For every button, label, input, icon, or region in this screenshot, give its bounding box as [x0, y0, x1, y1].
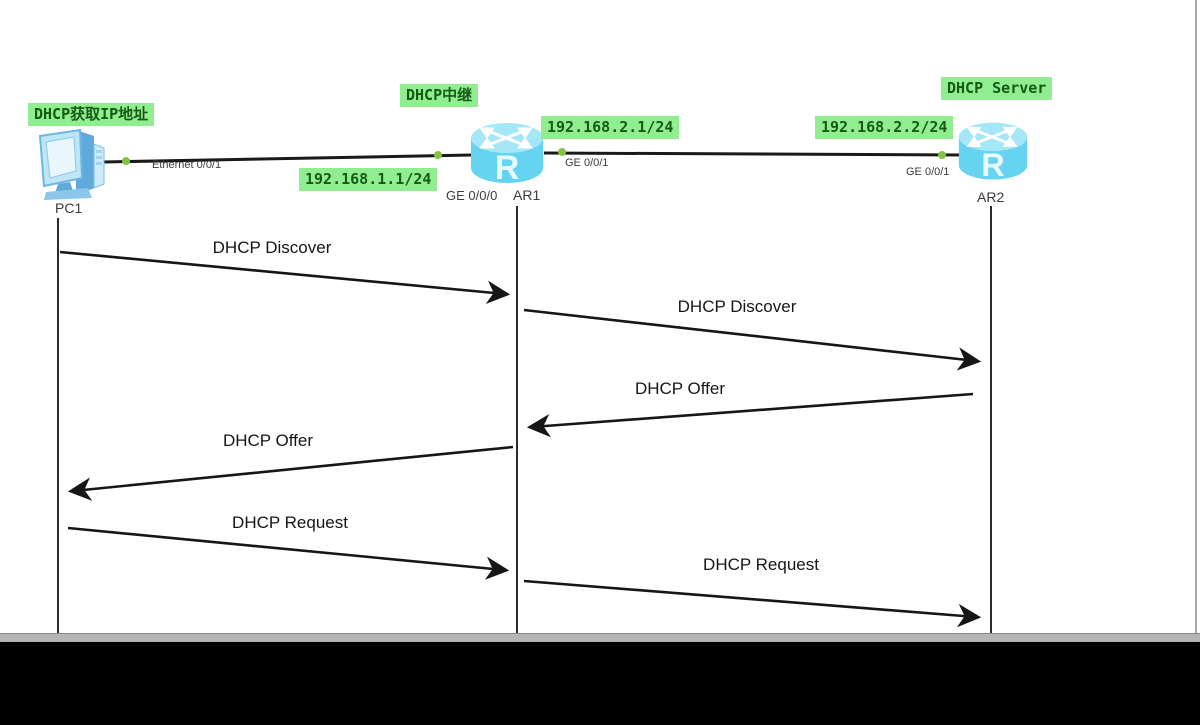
link-ar1-ar2 [543, 151, 963, 157]
server-annotation: DHCP Server [941, 77, 1053, 100]
ip-label-ar2-left: 192.168.2.2/24 [815, 116, 954, 139]
message-label-offer-2: DHCP Offer [222, 431, 314, 450]
lifeline-ar1 [516, 206, 518, 642]
arrow-request-ar1-ar2 [523, 579, 982, 628]
bottom-gray-strip [0, 633, 1200, 643]
lifeline-pc1 [57, 218, 59, 642]
lifeline-ar2 [990, 206, 992, 642]
ar1-right-interface-label: GE 0/0/1 [565, 157, 609, 169]
message-label-request-2: DHCP Request [703, 555, 819, 574]
arrow-offer-ar1-pc1 [67, 445, 514, 501]
ip-label-ar1-left: 192.168.1.1/24 [299, 168, 438, 191]
message-label-discover-1: DHCP Discover [212, 238, 332, 257]
ar2-left-interface-label: GE 0/0/1 [906, 166, 950, 178]
topology-links [103, 151, 963, 164]
message-label-offer-1: DHCP Offer [634, 379, 726, 398]
link-endpoint-dot [558, 148, 566, 156]
letterbox-bottom-bar [0, 642, 1200, 725]
arrow-request-pc1-ar1 [67, 526, 510, 580]
message-label-request-1: DHCP Request [232, 513, 348, 532]
router-letter: R [981, 147, 1004, 183]
pc-annotation: DHCP获取IP地址 [28, 103, 155, 126]
link-endpoint-dot [122, 157, 130, 165]
router-ar2-icon: R [958, 122, 1028, 183]
link-pc-ar1 [103, 153, 473, 164]
relay-annotation: DHCP中继 [400, 84, 479, 107]
router-letter: R [495, 149, 520, 187]
arrow-discover-ar1-ar2 [523, 308, 982, 371]
window-right-border [1195, 0, 1197, 633]
ar1-name-label: AR1 [513, 187, 541, 203]
message-label-discover-2: DHCP Discover [677, 297, 797, 316]
ar1-left-interface-label: GE 0/0/0 [446, 188, 498, 203]
arrow-offer-ar2-ar1 [526, 392, 974, 438]
link-endpoint-dot [434, 151, 442, 159]
pc-icon [38, 128, 105, 200]
link-endpoint-dot [938, 151, 946, 159]
ip-label-ar1-right: 192.168.2.1/24 [541, 116, 680, 139]
pc-name-label: PC1 [55, 200, 83, 216]
ar2-name-label: AR2 [977, 189, 1005, 205]
arrow-discover-pc1-ar1 [59, 250, 511, 304]
router-ar1-icon: R [471, 123, 543, 187]
pc-interface-label: Ethernet 0/0/1 [152, 159, 222, 171]
